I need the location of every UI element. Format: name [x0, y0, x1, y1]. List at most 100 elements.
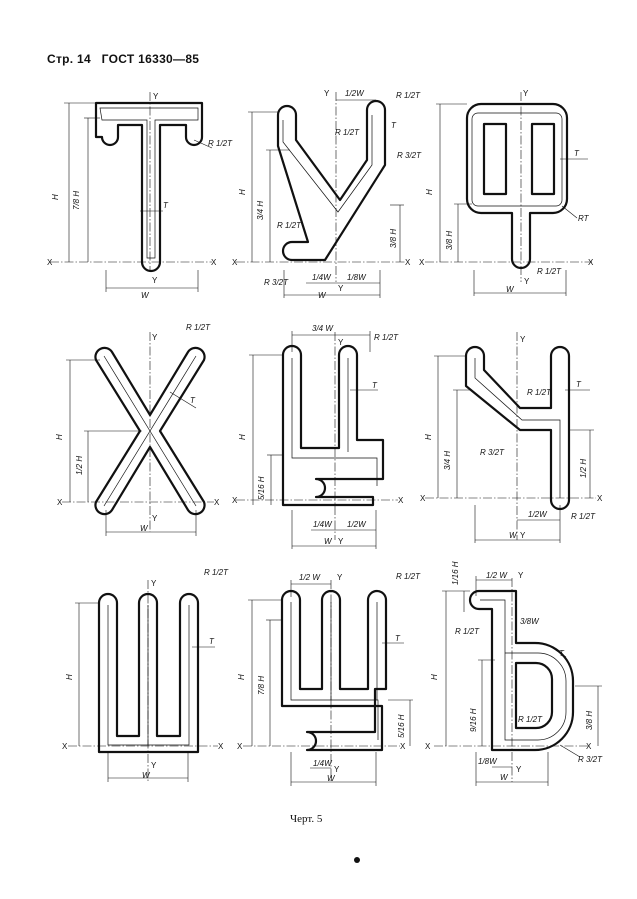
tse-y-top-label: Y	[338, 338, 344, 347]
te-thickness-label: T	[163, 201, 169, 210]
sha-height-label: H	[65, 674, 74, 680]
tse-radius-label: R 1/2T	[374, 333, 399, 342]
u-three-quarter-label: 3/4 H	[256, 201, 265, 220]
hard-sign-three-eighths-width-label: 3/8W	[520, 617, 540, 626]
hard-sign-width-label: W	[500, 773, 509, 782]
sha-x-left-label: X	[62, 742, 68, 751]
letter-u-drawing	[236, 92, 406, 298]
ef-thickness-label: T	[574, 149, 580, 158]
u-radius-inner-label: R 1/2T	[335, 128, 360, 137]
tse-width-label: W	[324, 537, 333, 546]
che-x-right-label: X	[597, 494, 603, 503]
u-x-left-label: X	[232, 258, 238, 267]
ef-height-label: H	[425, 189, 434, 195]
tse-five-sixteenths-label: 5/16 H	[257, 476, 266, 500]
ef-y-top-label: Y	[523, 89, 529, 98]
te-y-top-label: Y	[153, 92, 159, 101]
letter-kha-drawing	[62, 332, 214, 536]
te-x-right-label: X	[211, 258, 217, 267]
letter-tse-drawing	[236, 331, 398, 549]
page-header: Стр. 14 ГОСТ 16330—85	[47, 52, 206, 66]
ef-outer-radius-label: RT	[578, 214, 590, 223]
ef-x-left-label: X	[419, 258, 425, 267]
hard-sign-thickness-label: T	[559, 649, 565, 658]
u-radius-tail-outer-label: R 3/2T	[264, 278, 289, 287]
che-width-label: W	[509, 531, 518, 540]
tse-y-bottom-label: Y	[338, 537, 344, 546]
sha-width-label: W	[142, 771, 151, 780]
u-y-bottom-label: Y	[338, 284, 344, 293]
ef-radius-label: R 1/2T	[537, 267, 562, 276]
che-radius-bottom-label: R 1/2T	[571, 512, 596, 521]
kha-x-right-label: X	[214, 498, 220, 507]
che-thickness-label: T	[576, 380, 582, 389]
te-y-bottom-label: Y	[152, 276, 158, 285]
kha-x-left-label: X	[57, 498, 63, 507]
tse-quarter-width-label: 1/4W	[313, 520, 333, 529]
che-three-quarter-label: 3/4 H	[443, 451, 452, 470]
u-width-label: W	[318, 291, 327, 300]
hard-sign-three-eighths-height-label: 3/8 H	[585, 711, 594, 730]
letter-shcha-drawing	[243, 580, 413, 786]
tse-three-quarter-width-label: 3/4 W	[312, 324, 334, 333]
u-half-width-label: 1/2W	[345, 89, 365, 98]
shcha-thickness-label: T	[395, 634, 401, 643]
tse-half-width-label: 1/2W	[347, 520, 367, 529]
sha-radius-label: R 1/2T	[204, 568, 229, 577]
hard-sign-y-bottom-label: Y	[516, 765, 522, 774]
u-quarter-width-label: 1/4W	[312, 273, 332, 282]
hard-sign-nine-sixteenths-label: 9/16 H	[469, 708, 478, 732]
sha-y-bottom-label: Y	[151, 761, 157, 770]
shcha-x-right-label: X	[400, 742, 406, 751]
shcha-seven-eighths-label: 7/8 H	[257, 676, 266, 695]
kha-radius-label: R 1/2T	[186, 323, 211, 332]
hard-sign-x-left-label: X	[425, 742, 431, 751]
shcha-five-sixteenths-label: 5/16 H	[397, 714, 406, 738]
hard-sign-y-top-label: Y	[518, 571, 524, 580]
hard-sign-x-right-label: X	[586, 742, 592, 751]
ef-three-eighths-label: 3/8 H	[445, 231, 454, 250]
hard-sign-half-width-label: 1/2 W	[486, 571, 508, 580]
u-three-eighths-label: 3/8 H	[389, 229, 398, 248]
letter-te-drawing	[50, 92, 213, 292]
kha-width-label: W	[140, 524, 149, 533]
che-x-left-label: X	[420, 494, 426, 503]
shcha-y-bottom-label: Y	[334, 765, 340, 774]
hard-sign-radius-outer-label: R 3/2T	[578, 755, 603, 764]
page-dot	[354, 857, 360, 863]
ef-width-label: W	[506, 285, 515, 294]
shcha-quarter-width-label: 1/4W	[313, 759, 333, 768]
te-radius-label: R 1/2T	[208, 139, 233, 148]
tse-height-label: H	[238, 434, 247, 440]
shcha-y-top-label: Y	[337, 573, 343, 582]
sha-thickness-label: T	[209, 637, 215, 646]
tse-x-right-label: X	[398, 496, 404, 505]
letter-hard-sign-drawing	[434, 576, 602, 786]
letter-ef-drawing	[425, 92, 592, 296]
shcha-half-width-label: 1/2 W	[299, 573, 321, 582]
te-seven-eighths-label: 7/8 H	[72, 191, 81, 210]
u-thickness-label: T	[391, 121, 397, 130]
u-radius-outer-label: R 3/2T	[397, 151, 422, 160]
hard-sign-eighth-width-label: 1/8W	[478, 757, 498, 766]
hard-sign-height-label: H	[430, 674, 439, 680]
kha-half-height-label: 1/2 H	[75, 456, 84, 475]
u-eighth-width-label: 1/8W	[347, 273, 367, 282]
che-radius-outer-label: R 3/2T	[480, 448, 505, 457]
te-height-label: H	[51, 194, 60, 200]
sha-x-right-label: X	[218, 742, 224, 751]
u-y-top-label: Y	[324, 89, 330, 98]
tse-thickness-label: T	[372, 381, 378, 390]
u-radius-tail-label: R 1/2T	[277, 221, 302, 230]
ef-x-right-label: X	[588, 258, 594, 267]
ef-y-bottom-label: Y	[524, 277, 530, 286]
che-half-height-label: 1/2 H	[579, 459, 588, 478]
kha-y-bottom-label: Y	[152, 514, 158, 523]
che-radius-inner-label: R 1/2T	[527, 388, 552, 397]
te-width-label: W	[141, 291, 150, 300]
page-number: Стр. 14	[47, 52, 91, 66]
kha-thickness-label: T	[190, 396, 196, 405]
che-height-label: H	[424, 434, 433, 440]
te-x-left-label: X	[47, 258, 53, 267]
